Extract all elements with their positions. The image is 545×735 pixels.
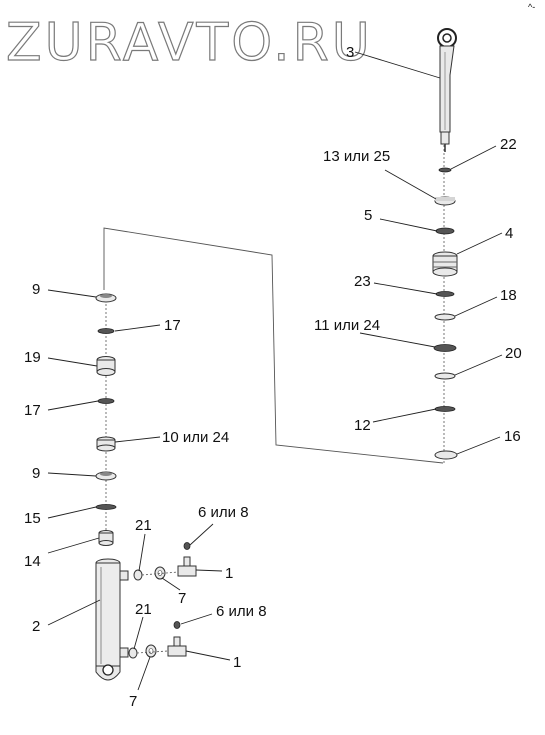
callout-17-lower: 17 <box>24 402 41 419</box>
callout-21-upper: 21 <box>135 517 152 534</box>
callout-19: 19 <box>24 349 41 366</box>
ring-11-or-24 <box>433 344 457 352</box>
callout-7-lower: 7 <box>129 693 137 710</box>
callout-11-or-24: 11 или 24 <box>314 317 380 334</box>
callout-7-upper: 7 <box>178 590 186 607</box>
o-ring-17-upper <box>97 328 115 334</box>
ring-15 <box>95 504 117 510</box>
ring-12 <box>434 406 456 412</box>
callout-23: 23 <box>354 273 371 290</box>
callout-9-lower: 9 <box>32 465 40 482</box>
ring-18 <box>434 313 456 321</box>
lower-fitting-group <box>128 621 187 659</box>
bushing-10-or-24 <box>96 436 116 452</box>
piston-rod-part <box>437 28 457 152</box>
callout-4: 4 <box>505 225 513 242</box>
assembly-connection-line <box>103 227 444 464</box>
callout-1-upper: 1 <box>225 565 233 582</box>
piston-4 <box>432 251 458 277</box>
callout-2: 2 <box>32 618 40 635</box>
callout-6-or-8-lower: 6 или 8 <box>216 603 267 620</box>
callout-14: 14 <box>24 553 41 570</box>
callout-12: 12 <box>354 417 371 434</box>
callout-20: 20 <box>505 345 522 362</box>
callout-9-upper: 9 <box>32 281 40 298</box>
callout-5: 5 <box>364 207 372 224</box>
callout-16: 16 <box>504 428 521 445</box>
callout-21-lower: 21 <box>135 601 152 618</box>
o-ring-17-lower <box>97 398 115 404</box>
guide-ring-9-upper <box>95 293 117 303</box>
leader-lines <box>47 51 503 691</box>
gland-19 <box>96 356 116 376</box>
cylinder-body-part <box>95 558 129 681</box>
ring-20 <box>434 372 456 380</box>
callout-22: 22 <box>500 136 517 153</box>
callout-18: 18 <box>500 287 517 304</box>
ring-16 <box>434 450 458 460</box>
callout-6-or-8-upper: 6 или 8 <box>198 504 249 521</box>
callout-17-upper: 17 <box>164 317 181 334</box>
seal-ring-22 <box>438 167 452 173</box>
upper-fitting-group <box>133 542 197 581</box>
guide-ring-9-lower <box>95 471 117 481</box>
callout-3: 3 <box>346 44 354 61</box>
corner-mark: ^- <box>528 2 535 12</box>
callout-13-or-25: 13 или 25 <box>323 148 390 165</box>
watermark-text: ZURAVTO.RU <box>6 13 373 73</box>
nut-14 <box>98 530 114 546</box>
callout-1-lower: 1 <box>233 654 241 671</box>
washer-13-or-25 <box>434 196 456 206</box>
callout-15: 15 <box>24 510 41 527</box>
o-ring-5 <box>435 227 455 235</box>
callout-10-or-24: 10 или 24 <box>162 429 229 446</box>
ring-23 <box>435 291 455 297</box>
